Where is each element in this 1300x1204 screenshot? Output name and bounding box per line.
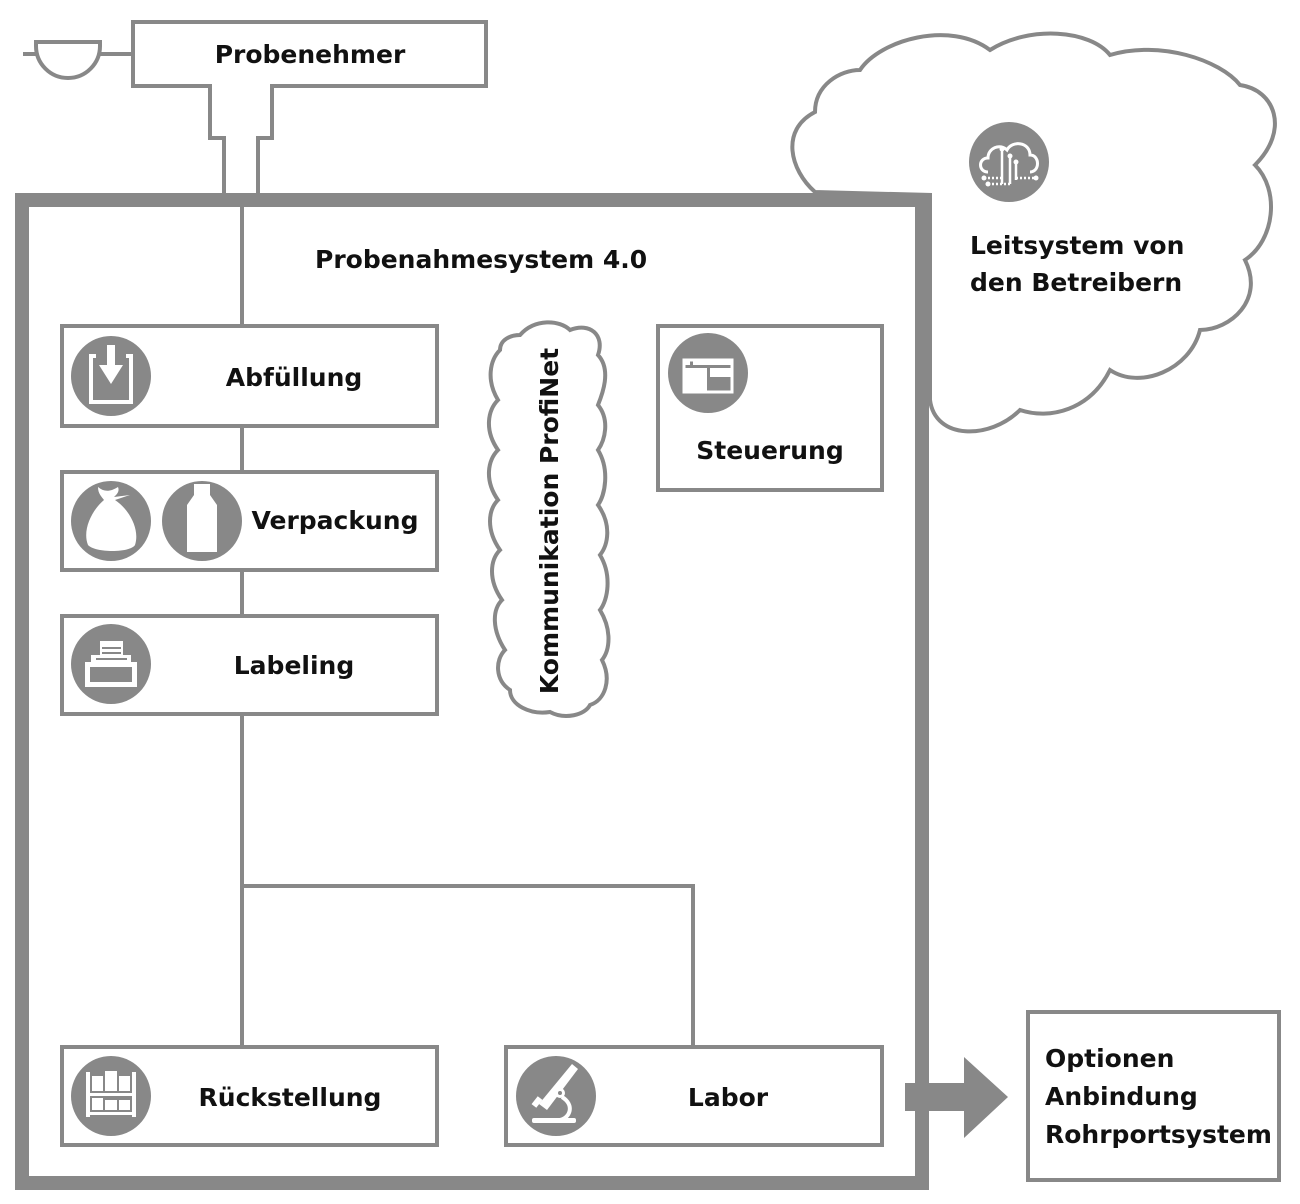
options-box[interactable]: Optionen Anbindung Rohrportsystem: [1026, 1010, 1281, 1182]
sampler: Probenehmer: [23, 20, 488, 197]
sampling-cup-icon: [23, 40, 133, 80]
operator-cloud: Leitsystem von den Betreibern: [790, 31, 1277, 434]
module-packaging[interactable]: Verpackung: [60, 470, 439, 572]
operator-cloud-label-line2: den Betreibern: [970, 268, 1182, 297]
module-labeling-label: Labeling: [234, 651, 354, 680]
module-lab[interactable]: Labor: [504, 1045, 884, 1147]
system-title: Probenahmesystem 4.0: [315, 245, 647, 274]
communication-cloud-shape: [487, 320, 611, 718]
module-packaging-label: Verpackung: [252, 506, 419, 535]
module-retention-label: Rückstellung: [199, 1083, 382, 1112]
options-line3: Rohrportsystem: [1045, 1120, 1272, 1149]
options-line1: Optionen: [1045, 1044, 1174, 1073]
module-filling[interactable]: Abfüllung: [60, 324, 439, 428]
cloud-network-icon: [969, 122, 1049, 202]
communication-label: Kommunikation ProfiNet: [535, 348, 564, 694]
communication-cloud: Kommunikation ProfiNet: [487, 320, 611, 718]
operator-cloud-shape: [790, 31, 1277, 434]
module-labeling[interactable]: Labeling: [60, 614, 439, 716]
module-control-label: Steuerung: [696, 436, 844, 465]
operator-cloud-label-line1: Leitsystem von: [970, 231, 1184, 260]
connector-lines: [240, 207, 695, 1047]
options-arrow: [905, 1057, 1008, 1138]
sack-icon: [71, 481, 151, 561]
options-line2: Anbindung: [1045, 1082, 1198, 1111]
filling-arrow-icon: [71, 336, 151, 416]
sampler-label: Probenehmer: [215, 40, 406, 69]
label-printer-icon: [71, 624, 151, 704]
bottle-icon: [162, 481, 242, 561]
storage-shelf-icon: [71, 1056, 151, 1136]
module-filling-label: Abfüllung: [226, 363, 363, 392]
module-lab-label: Labor: [688, 1083, 769, 1112]
microscope-icon: [516, 1056, 596, 1136]
module-retention[interactable]: Rückstellung: [60, 1045, 439, 1147]
control-panel-icon: [668, 333, 748, 413]
module-control[interactable]: Steuerung: [656, 324, 884, 492]
